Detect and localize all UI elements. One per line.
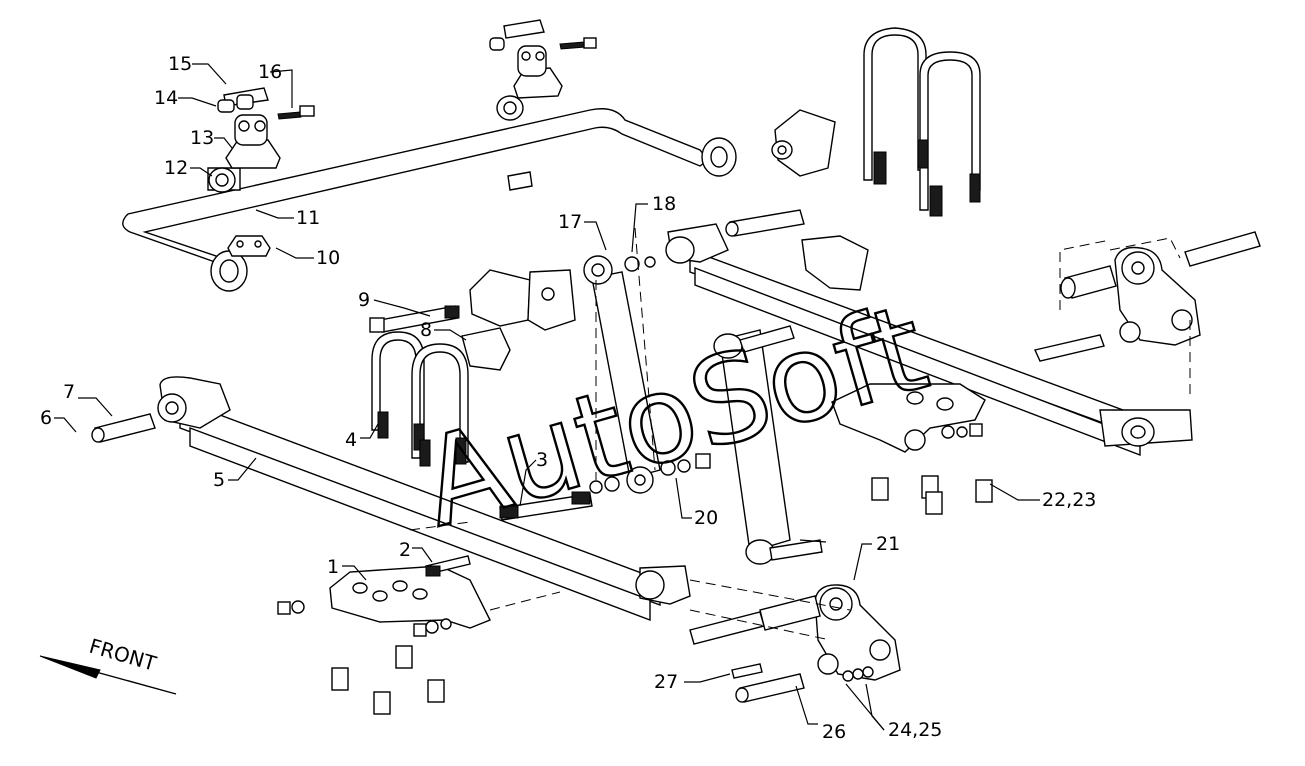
stabilizer-bracket-left xyxy=(225,114,281,169)
bump-stop-8 xyxy=(461,327,511,371)
bolt-9 xyxy=(369,305,460,333)
shock-upper-mount xyxy=(469,269,576,331)
bolt-16 xyxy=(277,105,315,120)
callout-9: 9 xyxy=(358,289,370,311)
callout-6: 6 xyxy=(40,407,52,429)
leaf-spring-right xyxy=(665,223,1193,457)
callout-18: 18 xyxy=(652,193,676,215)
callout-3: 3 xyxy=(536,449,548,471)
callout-11: 11 xyxy=(296,207,320,229)
shackle-pin-upper-right xyxy=(725,209,1261,362)
center-bolt-3 xyxy=(499,491,593,521)
bump-stop-bracket xyxy=(801,235,869,291)
callout-2: 2 xyxy=(399,539,411,561)
leader-lines xyxy=(54,63,1040,731)
axle-mount-bracket xyxy=(771,109,836,177)
alignment-lines xyxy=(409,227,1191,641)
rear-hanger-21 xyxy=(814,584,901,681)
u-bolt-top xyxy=(863,27,981,217)
spring-plate-right-nuts xyxy=(871,475,993,515)
stabilizer-cap-left xyxy=(217,87,269,113)
callout-1: 1 xyxy=(327,556,339,578)
callout-14: 14 xyxy=(154,87,178,109)
callout-20: 20 xyxy=(694,507,718,529)
callout-21: 21 xyxy=(876,533,900,555)
callout-7: 7 xyxy=(63,381,75,403)
callout-4: 4 xyxy=(345,429,357,451)
callout-8: 8 xyxy=(420,319,432,341)
callout-27: 27 xyxy=(654,671,678,693)
grease-fitting-27 xyxy=(731,663,874,682)
bolt-2 xyxy=(425,555,471,577)
shock-absorber-17 xyxy=(583,255,711,494)
front-direction-arrow: FRONT xyxy=(39,634,177,695)
callouts: 1 2 3 4 5 6 7 8 9 10 11 12 13 14 15 16 1… xyxy=(40,53,1096,743)
stabilizer-bracket-right xyxy=(489,19,597,99)
leaf-spring-left xyxy=(157,376,691,622)
shackle-pin-26 xyxy=(689,595,821,703)
stabilizer-bushing-right xyxy=(496,95,524,121)
shock-absorber-right xyxy=(713,325,823,565)
rear-hanger-right xyxy=(1114,246,1201,346)
callout-13: 13 xyxy=(190,127,214,149)
spring-plate-nuts xyxy=(277,600,452,715)
callout-26: 26 xyxy=(822,721,846,743)
spring-plate-right xyxy=(831,383,986,453)
u-bolt-left xyxy=(371,331,469,467)
stabilizer-bushing-left xyxy=(207,167,241,193)
stabilizer-bar xyxy=(122,108,737,292)
stabilizer-clamp-center xyxy=(507,171,533,191)
callout-15: 15 xyxy=(168,53,192,75)
spring-plate-1 xyxy=(329,565,491,629)
callout-10: 10 xyxy=(316,247,340,269)
shackle-pin-7 xyxy=(91,413,156,443)
callout-16: 16 xyxy=(258,61,282,83)
callout-17: 17 xyxy=(558,211,582,233)
stabilizer-clamp-10 xyxy=(227,235,271,257)
callout-22-23: 22,23 xyxy=(1042,489,1096,511)
callout-5: 5 xyxy=(213,469,225,491)
callout-24-25: 24,25 xyxy=(888,719,942,741)
callout-12: 12 xyxy=(164,157,188,179)
